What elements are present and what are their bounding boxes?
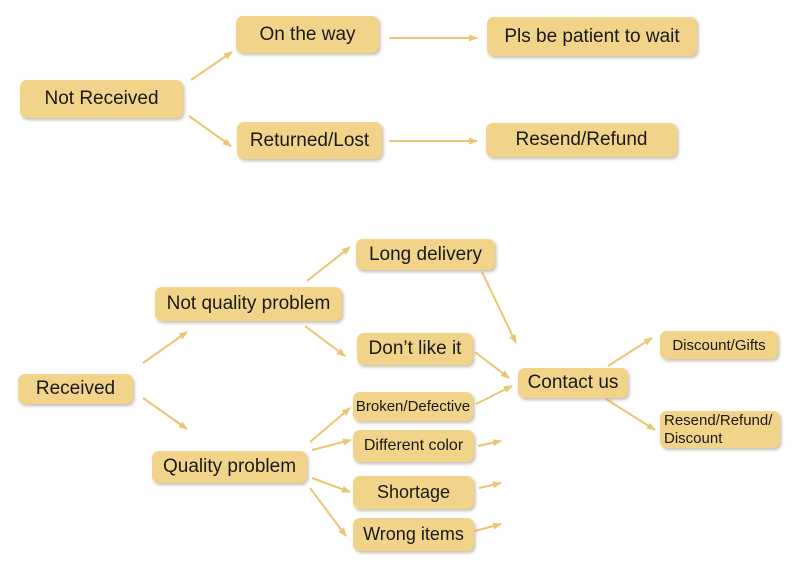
node-long-delivery: Long delivery — [356, 239, 495, 270]
arrow-not-received-to-on-the-way — [190, 51, 233, 81]
arrow-different-color-to-contact-us — [477, 439, 502, 447]
node-received: Received — [18, 374, 133, 404]
arrow-long-delivery-to-contact-us — [481, 271, 517, 344]
arrow-dont-like-it-to-contact-us — [474, 351, 510, 379]
node-quality-problem: Quality problem — [152, 451, 307, 483]
arrow-not-quality-problem-to-long-delivery — [306, 246, 351, 282]
arrow-contact-us-to-resend-refund-discount — [605, 398, 656, 431]
arrow-wrong-items-to-contact-us — [474, 522, 502, 532]
node-pls-be-patient-to-wait: Pls be patient to wait — [487, 17, 697, 56]
node-wrong-items: Wrong items — [353, 518, 474, 551]
node-returned-lost: Returned/Lost — [237, 122, 382, 159]
node-different-color: Different color — [353, 430, 474, 462]
arrow-received-to-not-quality-problem — [142, 331, 188, 364]
arrow-not-received-to-returned-lost — [188, 115, 232, 147]
arrow-shortage-to-contact-us — [478, 481, 502, 489]
node-broken-defective: Broken/Defective — [353, 392, 473, 421]
arrow-received-to-quality-problem — [142, 397, 188, 430]
node-resend-refund: Resend/Refund — [486, 123, 677, 157]
arrow-contact-us-to-discount-gifts — [607, 337, 653, 367]
node-discount-gifts: Discount/Gifts — [660, 331, 778, 359]
arrow-not-quality-problem-to-dont-like-it — [304, 325, 346, 357]
node-not-received: Not Received — [20, 80, 183, 118]
arrow-quality-problem-to-shortage — [311, 477, 351, 493]
node-dont-like-it: Don’t like it — [357, 333, 473, 365]
node-resend-refund-discount: Resend/Refund/ Discount — [660, 411, 780, 448]
node-shortage: Shortage — [353, 476, 474, 509]
arrow-quality-problem-to-different-color — [311, 438, 352, 451]
arrow-quality-problem-to-wrong-items — [309, 487, 347, 537]
node-not-quality-problem: Not quality problem — [155, 287, 342, 321]
node-contact-us: Contact us — [518, 368, 628, 398]
arrow-broken-defective-to-contact-us — [475, 385, 513, 405]
node-on-the-way: On the way — [236, 16, 379, 53]
arrow-quality-problem-to-broken-defective — [309, 407, 351, 443]
